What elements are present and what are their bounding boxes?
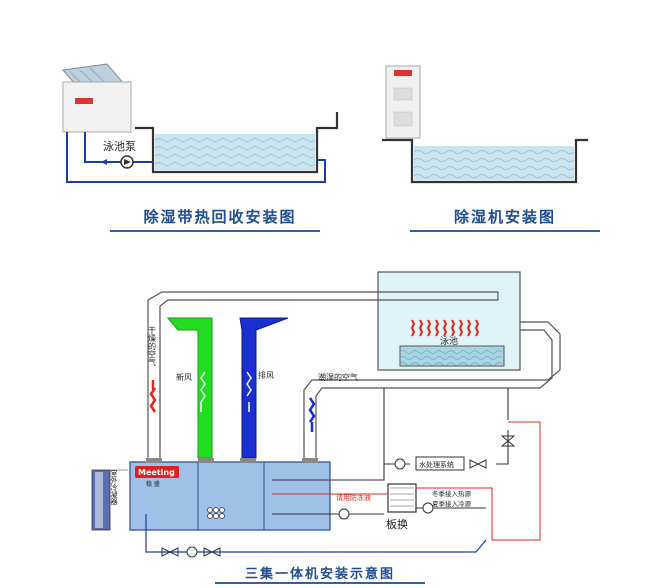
summer-cold-source-label: 夏季接入冷源 bbox=[432, 499, 472, 508]
humid-air-label: 潮湿的空气 bbox=[318, 372, 358, 382]
caption-underline-bottom bbox=[215, 582, 425, 584]
plate-heat-exchanger: 板换 bbox=[386, 483, 417, 531]
dehumidifier-unit-indoor bbox=[385, 65, 421, 139]
caption-underline-left bbox=[110, 230, 320, 232]
antifreeze-label: 请用防冻液 bbox=[336, 493, 371, 502]
pool-pump-icon bbox=[101, 155, 134, 169]
dry-air-duct bbox=[147, 291, 499, 458]
circulation-pump-icon bbox=[338, 502, 434, 520]
return-pipe bbox=[145, 514, 487, 553]
dry-air-arrow-icon bbox=[149, 380, 157, 413]
heat-recovery-diagram: 泳池泵 bbox=[62, 63, 339, 183]
three-in-one-caption: 三集一体机安装示意图 bbox=[244, 567, 395, 582]
three-in-one-unit: Meeting 稳 盛 bbox=[129, 458, 331, 531]
heat-rising-arrows bbox=[410, 319, 480, 337]
pool-label: 泳池 bbox=[440, 335, 458, 347]
pool-outline bbox=[382, 138, 588, 184]
pool-outline bbox=[135, 112, 339, 174]
return-pipe-valves bbox=[161, 546, 221, 558]
humid-air-arrow-icon bbox=[308, 397, 316, 432]
dry-air-label: 干燥的空气 bbox=[148, 326, 157, 366]
brand-sub-label: 稳 盛 bbox=[146, 480, 160, 488]
brand-label: Meeting bbox=[138, 468, 175, 477]
pool-room: 泳池 bbox=[377, 271, 521, 371]
dehumidifier-install-panel bbox=[372, 62, 602, 192]
three-in-one-install-diagram: 泳池 新风 排风 干燥的空气 潮湿的空气 bbox=[91, 271, 561, 558]
water-treatment-label: 水处理系统 bbox=[419, 460, 454, 469]
dehumidifier-diagram bbox=[382, 65, 588, 184]
hot-cold-source-loop bbox=[416, 421, 541, 541]
pool-pump-label: 泳池泵 bbox=[103, 139, 136, 153]
heat-recovery-install-panel: 泳池泵 bbox=[55, 62, 345, 192]
dehumidifier-caption: 除湿机安装图 bbox=[453, 208, 556, 226]
plate-hx-label: 板换 bbox=[386, 517, 408, 531]
humid-air-duct bbox=[303, 321, 561, 458]
fresh-air-duct: 新风 bbox=[166, 317, 213, 459]
caption-underline-right bbox=[410, 230, 600, 232]
water-treatment-system: 水处理系统 bbox=[394, 456, 487, 471]
fresh-air-label: 新风 bbox=[176, 372, 192, 382]
exhaust-duct: 排风 bbox=[239, 317, 289, 459]
outdoor-condenser-label: 室外冷凝器 bbox=[110, 469, 118, 506]
dehumidifier-unit-outdoor bbox=[62, 63, 132, 133]
winter-heat-source-label: 冬季接入热源 bbox=[432, 489, 472, 498]
outdoor-condenser: 室外冷凝器 bbox=[91, 469, 128, 531]
check-valve-icon bbox=[500, 435, 516, 447]
exhaust-label: 排风 bbox=[258, 370, 274, 380]
heat-recovery-caption: 除湿带热回收安装图 bbox=[143, 208, 297, 226]
